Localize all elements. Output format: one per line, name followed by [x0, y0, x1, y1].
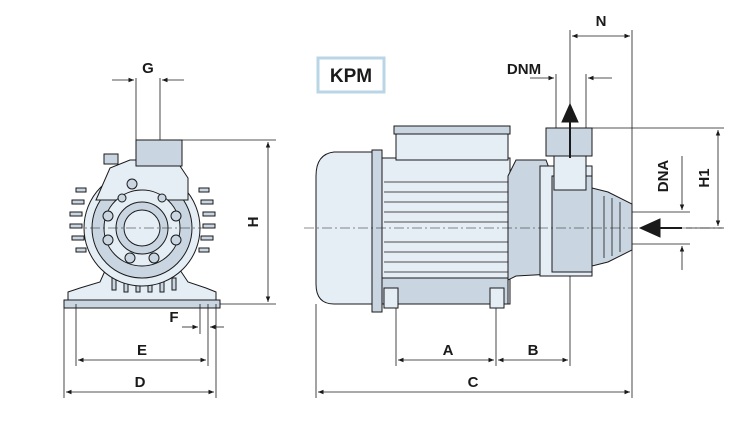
side-inlet-ribs: [603, 196, 621, 258]
side-base: [381, 277, 509, 305]
side-dimensions: [315, 30, 724, 398]
dim-label-h1: H1: [696, 168, 713, 187]
dim-label-h: H: [245, 217, 262, 228]
dim-label-n: N: [596, 13, 607, 30]
dim-label-c: C: [468, 374, 479, 391]
side-outlet-neck: [553, 155, 587, 191]
front-priming-plug: [103, 153, 119, 165]
front-base-plate: [63, 299, 221, 309]
dim-label-b: B: [528, 342, 539, 359]
dim-label-g: G: [142, 60, 154, 77]
side-view: [315, 125, 633, 313]
front-inlet-bore: [123, 209, 161, 247]
front-drain-screw: [126, 178, 138, 190]
side-pump-casing: [551, 175, 593, 273]
side-foot-right: [489, 287, 505, 309]
side-terminal-lid: [393, 125, 511, 135]
front-view: [63, 139, 221, 309]
front-outlet-flange: [135, 139, 183, 167]
dim-label-dnm: DNM: [507, 61, 541, 78]
side-motor-ribs: [384, 181, 508, 273]
dim-label-dna: DNA: [655, 160, 672, 193]
dim-label-d: D: [135, 374, 146, 391]
side-foot-left: [383, 287, 399, 309]
dim-label-a: A: [443, 342, 454, 359]
side-terminal-box: [395, 129, 509, 161]
model-label: KPM: [330, 66, 372, 87]
model-label-box: [316, 56, 386, 94]
flow-arrows: [561, 102, 682, 238]
side-motor-ring: [371, 149, 383, 313]
dim-label-f: F: [169, 309, 178, 326]
dim-label-e: E: [137, 342, 147, 359]
front-bolts: [102, 193, 182, 264]
front-dimensions: [63, 77, 276, 398]
inlet-flow-arrow: [638, 218, 661, 238]
outlet-flow-arrow: [561, 102, 579, 123]
